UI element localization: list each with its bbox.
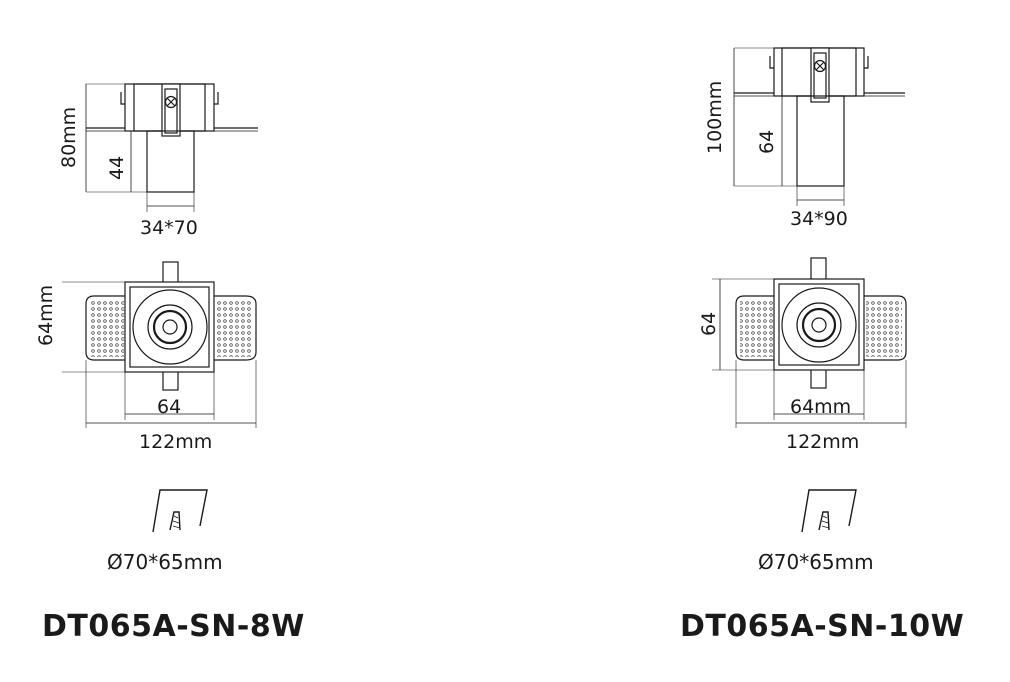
- top-total-width-label: 122mm: [786, 431, 860, 453]
- top-view-8w: [62, 261, 257, 428]
- top-height-label: 64: [698, 311, 720, 336]
- cutout-icon-10w: [801, 489, 857, 533]
- side-height-label: 100mm: [704, 80, 726, 154]
- side-view-8w: [85, 83, 258, 212]
- side-view-10w: [733, 47, 905, 206]
- model-name-10w: DT065A-SN-10W: [680, 609, 965, 644]
- side-width-label: 34*90: [790, 208, 848, 230]
- cutout-label: Ø70*65mm: [758, 550, 874, 574]
- side-height-label: 80mm: [58, 106, 80, 168]
- side-width-label: 34*70: [140, 217, 198, 239]
- top-view-10w: [712, 257, 907, 428]
- model-name-8w: DT065A-SN-8W: [42, 609, 305, 644]
- top-inner-width-label: 64mm: [790, 396, 852, 418]
- side-body-height-label: 64: [756, 129, 778, 154]
- side-body-height-label: 44: [106, 155, 128, 180]
- top-total-width-label: 122mm: [139, 431, 213, 453]
- top-inner-width-label: 64: [157, 396, 182, 418]
- top-height-label: 64mm: [35, 284, 57, 346]
- cutout-label: Ø70*65mm: [107, 550, 223, 574]
- cutout-icon-8w: [152, 489, 208, 533]
